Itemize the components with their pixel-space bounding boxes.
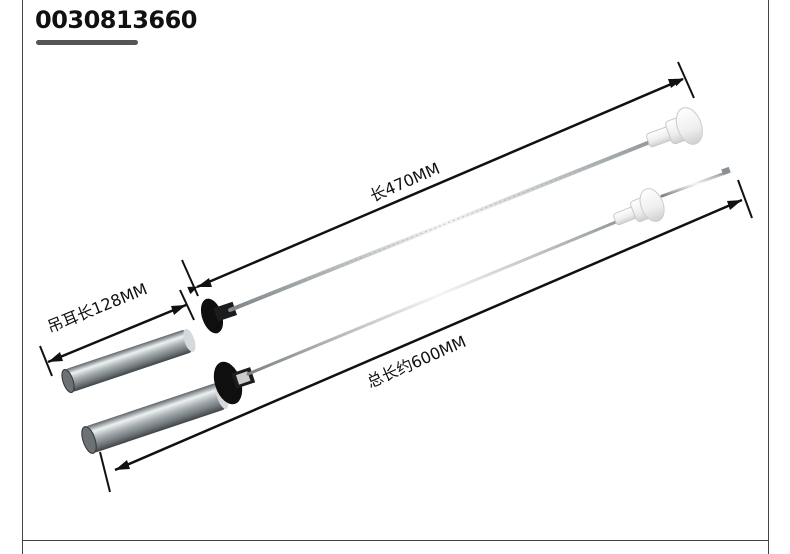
dimension-total-length: 总长约600MM: [99, 179, 753, 493]
damper-upper-cylinder: [61, 328, 196, 393]
damper-upper-cap: [645, 107, 703, 148]
dimension-rod-length: 长470MM: [181, 61, 695, 297]
damper-upper-seal: [200, 298, 237, 334]
frame-bottom-border: [22, 540, 769, 541]
title-underline: [36, 40, 138, 45]
damper-lower-tip-rod: [660, 170, 730, 198]
frame-left-border: [22, 0, 23, 554]
lug-length-label: 吊耳长128MM: [44, 279, 150, 336]
product-code-title: 0030813660: [35, 6, 198, 34]
damper-lower-cylinder: [81, 382, 229, 454]
damper-upper: [61, 107, 703, 393]
damper-lower-cap: [613, 188, 665, 226]
frame-right-border: [768, 0, 769, 554]
